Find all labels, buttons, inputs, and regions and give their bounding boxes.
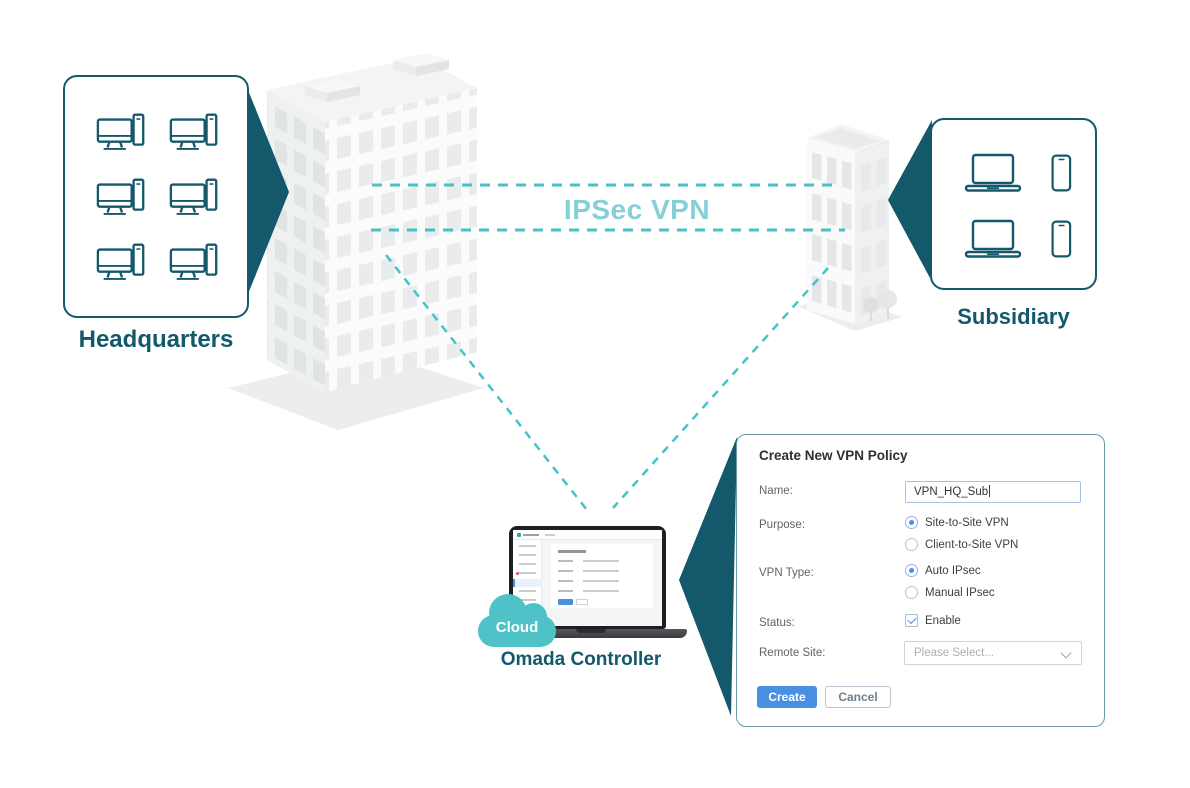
vpn-type-option-auto-ipsec[interactable]: Auto IPsec xyxy=(905,564,981,577)
radio-checked-icon[interactable] xyxy=(905,564,918,577)
smartphone-icon xyxy=(1051,220,1071,258)
dialog-pointer-wedge xyxy=(679,437,737,716)
radio-option-label: Site-to-Site VPN xyxy=(925,516,1009,529)
purpose-field-label: Purpose: xyxy=(759,519,806,531)
radio-unchecked-icon[interactable] xyxy=(905,586,918,599)
name-field-label: Name: xyxy=(759,485,793,497)
headquarters-panel xyxy=(63,75,249,318)
chevron-down-icon xyxy=(1060,647,1072,659)
desktop-computer-icon xyxy=(169,113,217,150)
mini-ui-main xyxy=(542,540,662,626)
vpn-type-field-label: VPN Type: xyxy=(759,567,814,579)
mini-ui-logo xyxy=(517,533,521,537)
vpn-link-label: IPSec VPN xyxy=(563,194,711,225)
cloud-badge: Cloud xyxy=(478,594,558,647)
radio-option-label: Manual IPsec xyxy=(925,586,995,599)
select-placeholder: Please Select... xyxy=(914,647,994,659)
cloud-badge-label: Cloud xyxy=(495,619,539,636)
create-vpn-policy-dialog: Create New VPN Policy Name: VPN_HQ_Sub P… xyxy=(736,434,1105,727)
smartphone-icon xyxy=(1051,154,1071,192)
purpose-option-site-to-site[interactable]: Site-to-Site VPN xyxy=(905,516,1009,529)
laptop-icon xyxy=(964,153,1021,192)
controller-mini-ui xyxy=(513,530,662,626)
radio-unchecked-icon[interactable] xyxy=(905,538,918,551)
subsidiary-panel xyxy=(930,118,1097,290)
subsidiary-pointer-wedge xyxy=(888,120,932,278)
laptop-icon xyxy=(964,219,1021,258)
headquarters-label: Headquarters xyxy=(78,326,234,353)
remote-site-field-label: Remote Site: xyxy=(759,647,826,659)
controller-label: Omada Controller xyxy=(500,649,662,670)
radio-option-label: Auto IPsec xyxy=(925,564,981,577)
name-input-value: VPN_HQ_Sub xyxy=(914,486,989,498)
desktop-computer-icon xyxy=(96,243,144,280)
mini-ui-topbar xyxy=(513,530,662,540)
big-building-shadow xyxy=(228,352,484,430)
controller-laptop xyxy=(509,526,666,629)
tree-icon xyxy=(879,290,897,308)
status-field-label: Status: xyxy=(759,617,795,629)
desktop-computer-icon xyxy=(169,243,217,280)
name-input[interactable]: VPN_HQ_Sub xyxy=(905,481,1081,503)
subsidiary-building xyxy=(807,124,897,324)
dialog-title: Create New VPN Policy xyxy=(759,448,908,463)
desktop-computer-icon xyxy=(96,113,144,150)
status-enable-option[interactable]: Enable xyxy=(905,614,961,627)
purpose-option-client-to-site[interactable]: Client-to-Site VPN xyxy=(905,538,1018,551)
text-caret xyxy=(989,485,991,497)
radio-checked-icon[interactable] xyxy=(905,516,918,529)
desktop-computer-icon xyxy=(96,178,144,215)
headquarters-building xyxy=(267,53,477,392)
controller-laptop-base xyxy=(494,629,687,638)
cancel-button[interactable]: Cancel xyxy=(825,686,891,708)
vpn-tunnel-lines xyxy=(371,183,845,511)
remote-site-select[interactable]: Please Select... xyxy=(904,641,1082,665)
headquarters-pointer-wedge xyxy=(248,90,289,294)
tree-icon xyxy=(863,297,879,313)
subsidiary-label: Subsidiary xyxy=(957,304,1070,329)
checkbox-option-label: Enable xyxy=(925,614,961,627)
desktop-computer-icon xyxy=(169,178,217,215)
vpn-type-option-manual-ipsec[interactable]: Manual IPsec xyxy=(905,586,995,599)
create-button[interactable]: Create xyxy=(757,686,817,708)
checkbox-checked-icon[interactable] xyxy=(905,614,918,627)
radio-option-label: Client-to-Site VPN xyxy=(925,538,1019,551)
